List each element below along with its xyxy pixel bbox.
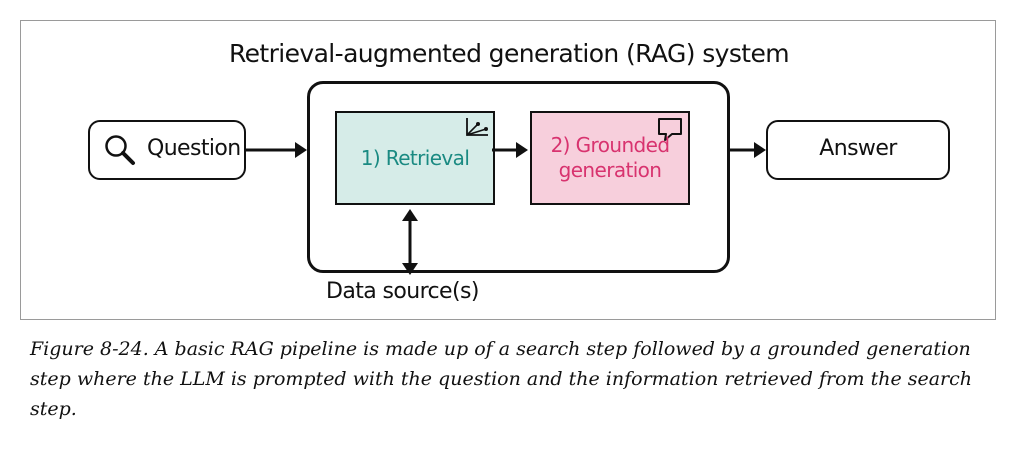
speech-bubble-icon — [656, 116, 684, 147]
arrow-retrieval-to-generation — [492, 142, 528, 158]
retrieval-box: 1) Retrieval — [335, 111, 495, 205]
arrows-layer — [246, 142, 766, 275]
arrow-retrieval-data-source-bidirectional — [402, 209, 418, 275]
answer-label: Answer — [819, 136, 897, 161]
search-icon — [102, 132, 138, 173]
question-label: Question — [147, 136, 241, 161]
generation-label: 2) Grounded generation — [532, 133, 688, 183]
generation-label-line1: 2) Grounded — [550, 133, 670, 157]
data-source-label: Data source(s) — [326, 279, 479, 304]
retrieval-label: 1) Retrieval — [360, 146, 470, 170]
figure-caption: Figure 8-24. A basic RAG pipeline is mad… — [30, 338, 973, 420]
question-box: Question — [88, 120, 246, 180]
arrow-system-to-answer — [730, 142, 766, 158]
scatter-plot-icon — [464, 116, 490, 143]
answer-box: Answer — [766, 120, 950, 180]
figure-frame: Retrieval-augmented generation (RAG) sys… — [20, 20, 996, 320]
generation-label-line2: generation — [558, 158, 662, 182]
arrow-question-to-system — [246, 142, 307, 158]
rag-system-box: 1) Retrieval 2) Grounded generation — [307, 81, 730, 273]
system-title: Retrieval-augmented generation (RAG) sys… — [228, 39, 790, 68]
grounded-generation-box: 2) Grounded generation — [530, 111, 690, 205]
